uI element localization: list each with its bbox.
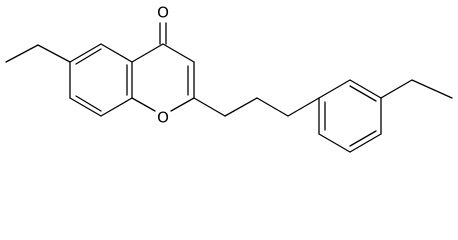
bonds-layer <box>5 22 453 153</box>
ring-oxygen-label: O <box>157 109 169 127</box>
carbonyl-oxygen-label: O <box>157 4 169 22</box>
bond-b6-b1 <box>318 79 351 99</box>
bond-a5-a6 <box>100 43 133 63</box>
chemical-structure-diagram: O O <box>5 4 453 153</box>
carbonyl-oxygen-label-background <box>157 4 170 22</box>
bond-a6-a1 <box>69 43 102 63</box>
bond-linker-1 <box>193 97 226 117</box>
bond-a2-a3 <box>69 97 102 117</box>
bond-linker-3 <box>256 97 289 117</box>
bond-a3-a4 <box>100 97 133 117</box>
bond-linker-to-aryl <box>287 97 320 117</box>
bond-alkene-to-ring-oxygen <box>170 97 195 112</box>
bond-b5-b6 <box>349 79 382 99</box>
ring-oxygen-label-background <box>156 109 170 127</box>
atom-labels-layer: O O <box>156 4 170 127</box>
bond-b3-b4 <box>349 133 382 153</box>
bond-oxygen-to-methyl-right <box>411 79 453 99</box>
bond-linker-2 <box>224 97 258 117</box>
bond-methoxy-oxygen-to-ring-left <box>37 44 71 63</box>
bond-a6-a1-inner <box>75 48 102 65</box>
bond-b5-b6-inner <box>349 85 377 102</box>
bond-carbonyl-carbon-to-fused-carbon <box>131 43 164 63</box>
bond-b2-b3 <box>318 133 351 153</box>
bond-methyl-to-oxygen-left <box>5 44 39 63</box>
bond-ring-to-oxygen-right <box>380 79 413 99</box>
bond-a2-a3-inner <box>75 95 102 112</box>
bond-carbonyl-carbon-to-alkene-carbon <box>162 43 195 63</box>
bond-b3-b4-inner <box>349 130 377 147</box>
bond-ring-oxygen-to-fused-carbon <box>131 97 156 112</box>
